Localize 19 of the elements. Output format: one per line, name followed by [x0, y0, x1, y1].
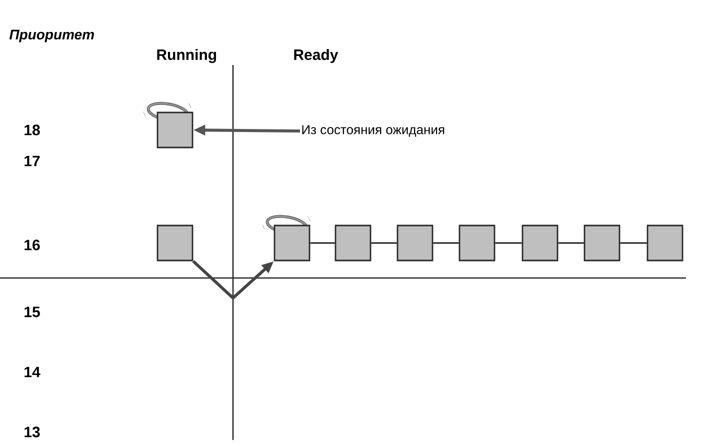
- column-header: Running: [157, 48, 216, 64]
- priority-number: 13: [24, 426, 40, 438]
- thread-box: [334, 224, 372, 262]
- priority-number: 18: [24, 124, 40, 136]
- thread-box: [156, 224, 194, 262]
- thread-box: [156, 112, 194, 148]
- thread-box: [458, 224, 496, 262]
- column-header: Ready: [294, 49, 338, 63]
- priority-number: 15: [24, 306, 40, 318]
- thread-box: [522, 224, 558, 262]
- priority-number: 14: [24, 366, 40, 378]
- thread-box: [584, 224, 620, 262]
- thread-box: [274, 224, 310, 262]
- priority-number: 16: [24, 240, 40, 250]
- state-label: Из состояния ожидания: [302, 125, 444, 137]
- thread-box: [396, 224, 434, 262]
- priority-number: 17: [24, 156, 40, 166]
- axis-title: Приоритет: [9, 30, 94, 42]
- thread-box: [646, 224, 684, 262]
